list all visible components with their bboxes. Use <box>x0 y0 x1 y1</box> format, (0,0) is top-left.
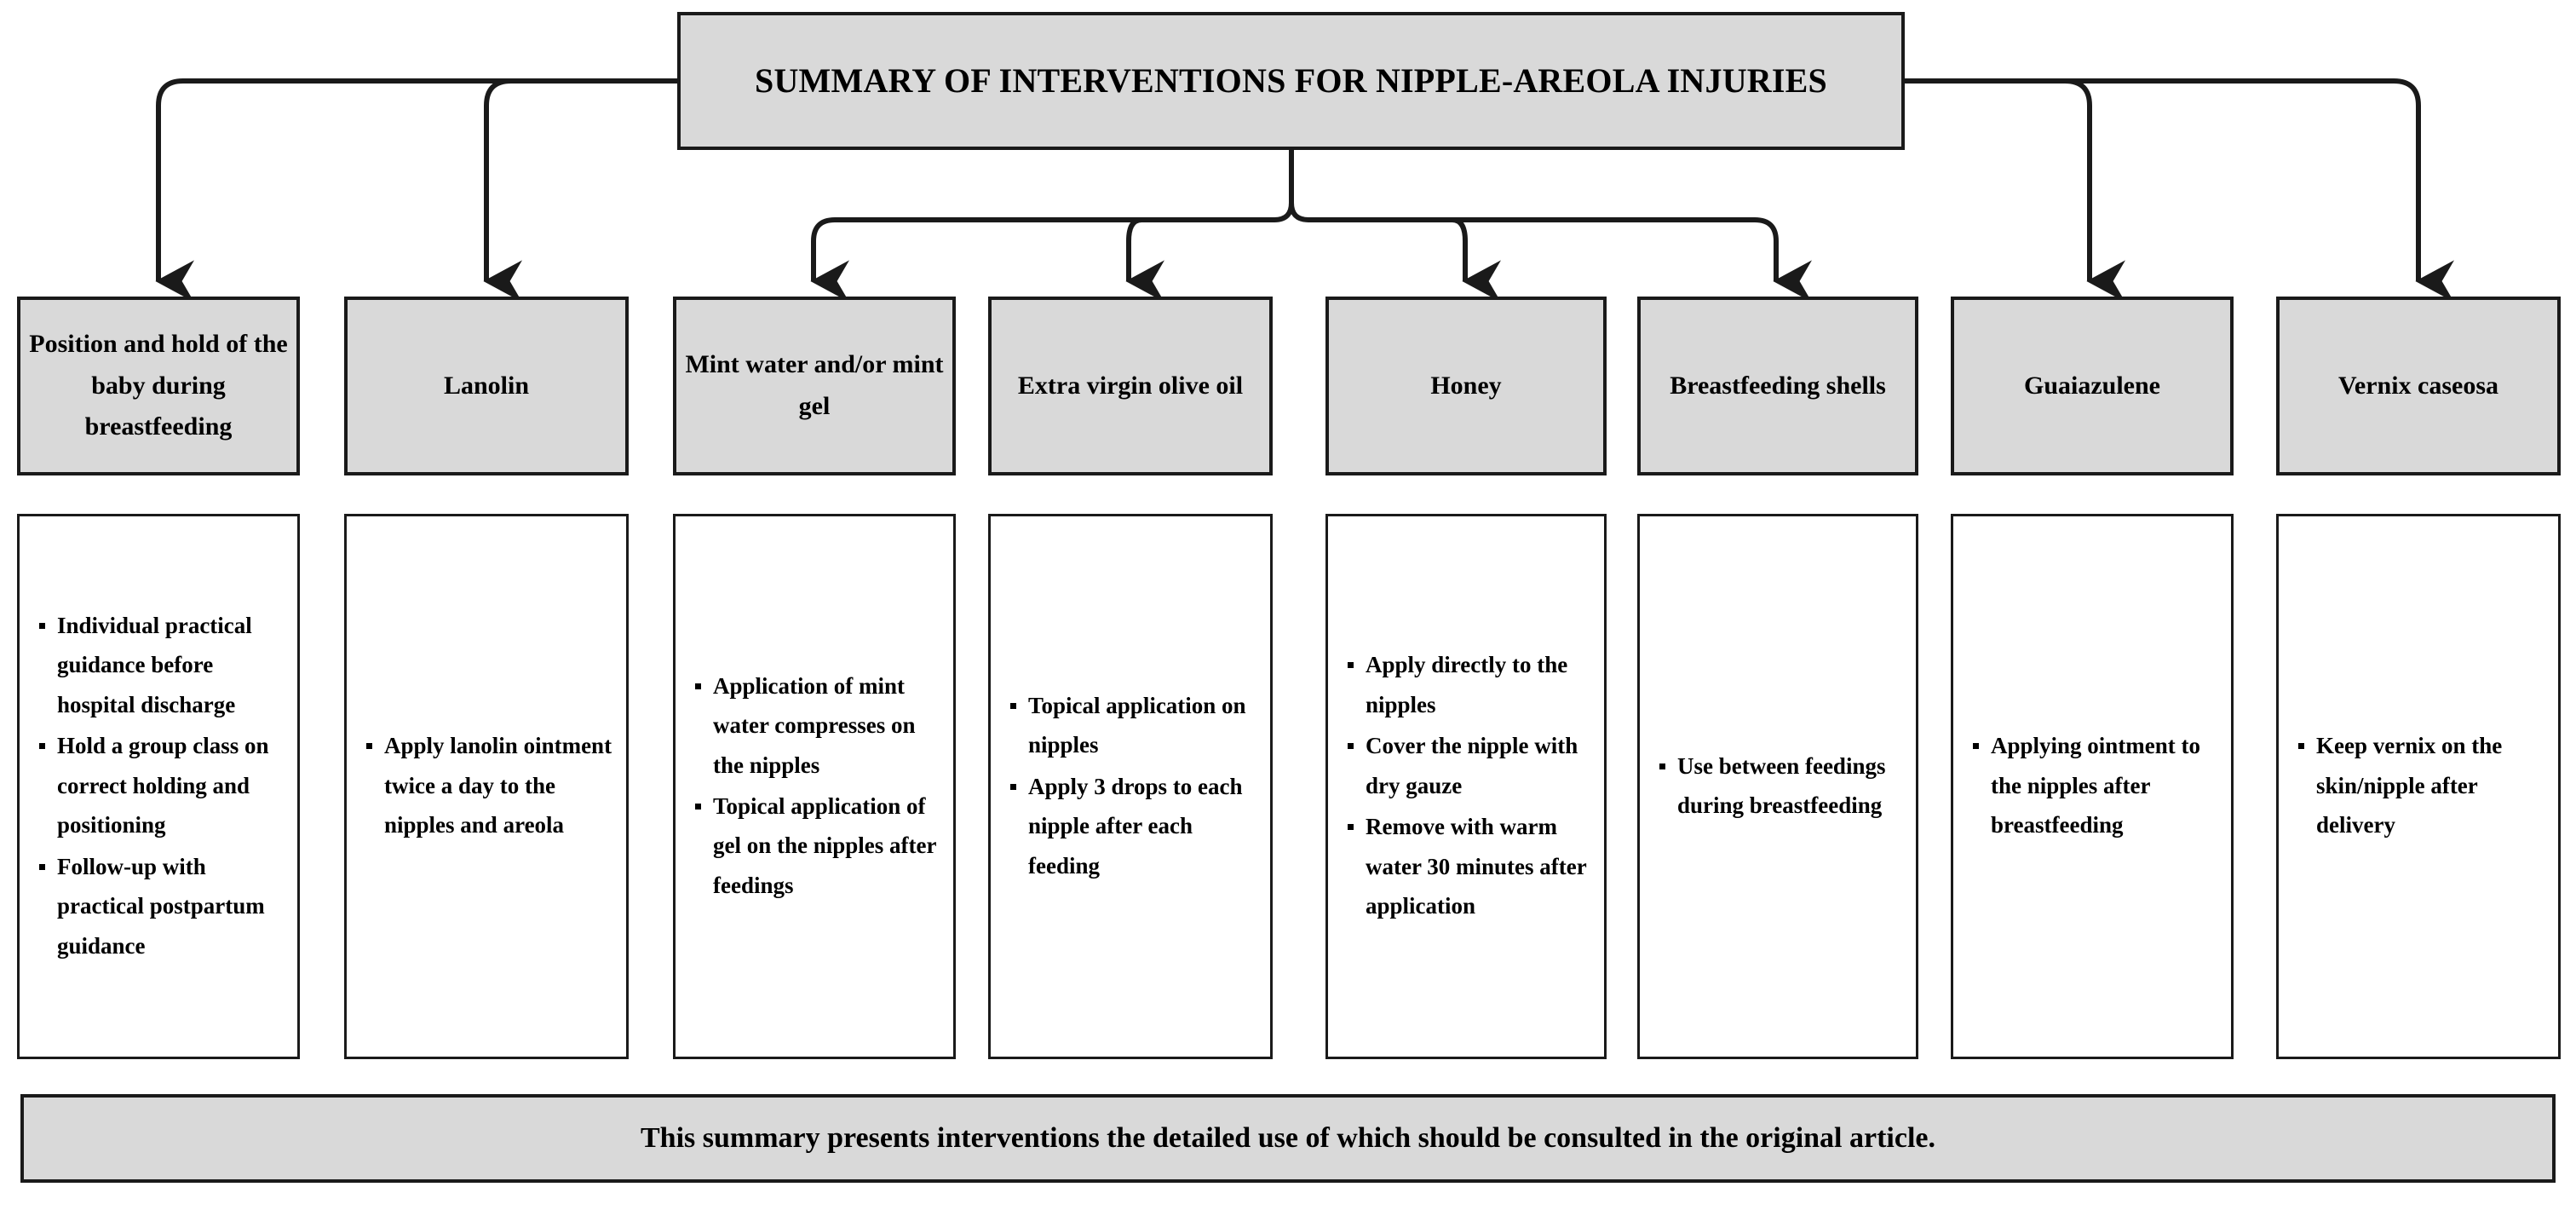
intervention-body-8[interactable]: Keep vernix on the skin/nipple after del… <box>2276 514 2561 1059</box>
bullet-item: Topical application of gel on the nipple… <box>687 786 945 905</box>
bullet-item: Follow-up with practical postpartum guid… <box>32 847 289 965</box>
intervention-header-3[interactable]: Mint water and/or mint gel <box>673 297 956 475</box>
intervention-header-label: Breastfeeding shells <box>1670 371 1886 400</box>
bullet-list: Use between feedings during breastfeedin… <box>1640 746 1916 827</box>
bullet-item: Apply directly to the nipples <box>1340 645 1596 724</box>
summary-footnote-box: This summary presents interventions the … <box>20 1094 2556 1183</box>
bullet-item: Application of mint water compresses on … <box>687 666 945 785</box>
intervention-body-7[interactable]: Applying ointment to the nipples after b… <box>1951 514 2234 1059</box>
bullet-item: Use between feedings during breastfeedin… <box>1652 746 1907 826</box>
diagram-title-box: SUMMARY OF INTERVENTIONS FOR NIPPLE-AREO… <box>677 12 1905 150</box>
intervention-header-6[interactable]: Breastfeeding shells <box>1637 297 1918 475</box>
intervention-header-label: Mint water and/or mint gel <box>685 350 944 420</box>
intervention-body-3[interactable]: Application of mint water compresses on … <box>673 514 956 1059</box>
intervention-header-7[interactable]: Guaiazulene <box>1951 297 2234 475</box>
bullet-item: Hold a group class on correct holding an… <box>32 726 289 844</box>
intervention-header-5[interactable]: Honey <box>1325 297 1607 475</box>
bullet-item: Applying ointment to the nipples after b… <box>1965 726 2222 844</box>
bullet-item: Apply 3 drops to each nipple after each … <box>1003 767 1262 885</box>
intervention-header-1[interactable]: Position and hold of the baby during bre… <box>17 297 300 475</box>
intervention-header-4[interactable]: Extra virgin olive oil <box>988 297 1273 475</box>
bullet-item: Remove with warm water 30 minutes after … <box>1340 807 1596 925</box>
bullet-list: Apply lanolin ointment twice a day to th… <box>347 726 626 846</box>
bullet-list: Individual practical guidance before hos… <box>20 606 297 967</box>
intervention-body-6[interactable]: Use between feedings during breastfeedin… <box>1637 514 1918 1059</box>
intervention-header-label: Position and hold of the baby during bre… <box>29 330 288 441</box>
intervention-header-8[interactable]: Vernix caseosa <box>2276 297 2561 475</box>
intervention-header-label: Extra virgin olive oil <box>1017 371 1244 400</box>
intervention-header-label: Honey <box>1430 371 1502 400</box>
bullet-item: Keep vernix on the skin/nipple after del… <box>2291 726 2550 844</box>
bullet-list: Application of mint water compresses on … <box>676 666 953 908</box>
bullet-list: Applying ointment to the nipples after b… <box>1953 726 2231 846</box>
bullet-list: Keep vernix on the skin/nipple after del… <box>2279 726 2558 846</box>
intervention-header-label: Guaiazulene <box>2023 371 2160 400</box>
intervention-header-label: Lanolin <box>443 371 530 400</box>
bullet-item: Apply lanolin ointment twice a day to th… <box>359 726 618 844</box>
intervention-header-label: Vernix caseosa <box>2337 371 2499 400</box>
intervention-header-2[interactable]: Lanolin <box>344 297 629 475</box>
summary-footnote-text: This summary presents interventions the … <box>641 1122 1935 1154</box>
page-title: SUMMARY OF INTERVENTIONS FOR NIPPLE-AREO… <box>755 61 1827 100</box>
intervention-body-1[interactable]: Individual practical guidance before hos… <box>17 514 300 1059</box>
bullet-item: Cover the nipple with dry gauze <box>1340 726 1596 805</box>
bullet-item: Individual practical guidance before hos… <box>32 606 289 724</box>
bullet-item: Topical application on nipples <box>1003 686 1262 765</box>
intervention-body-2[interactable]: Apply lanolin ointment twice a day to th… <box>344 514 629 1059</box>
